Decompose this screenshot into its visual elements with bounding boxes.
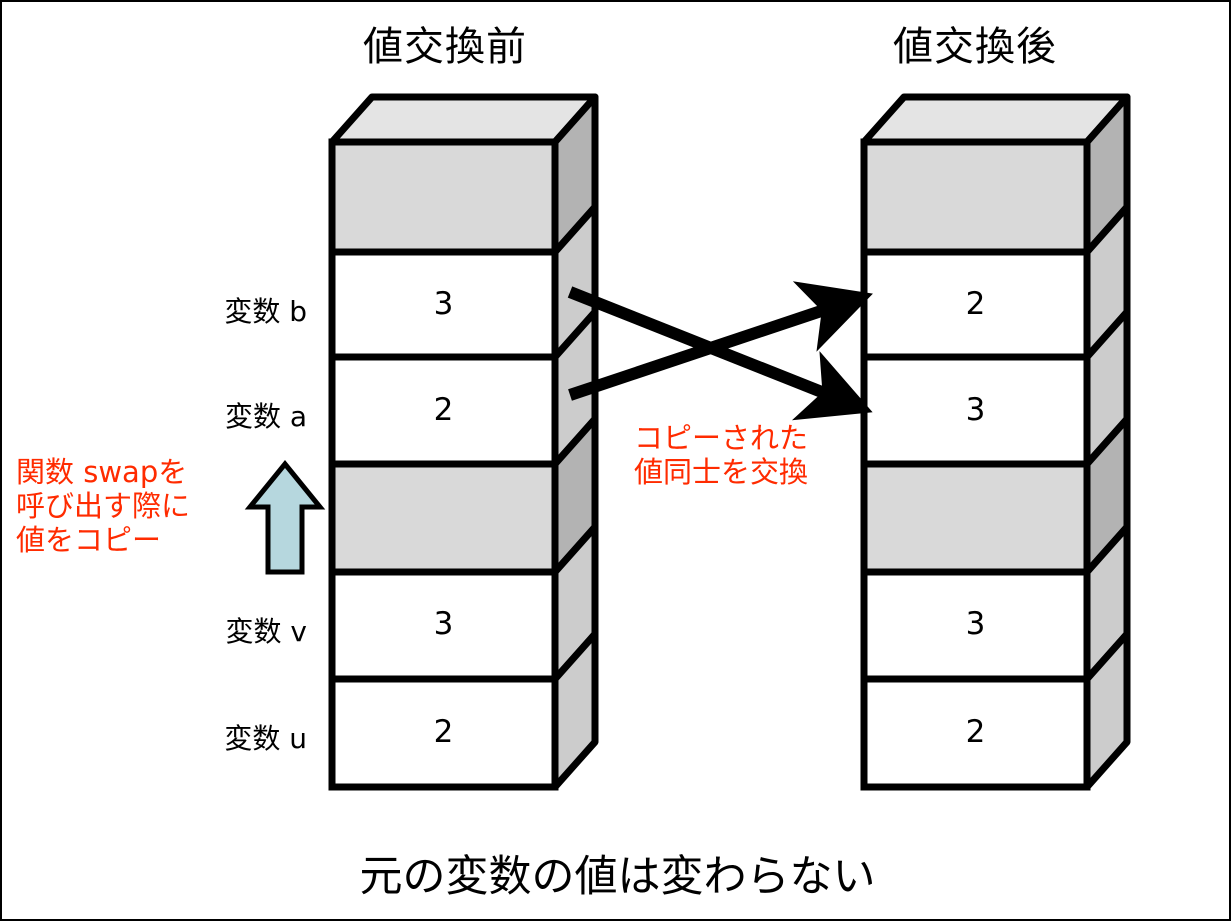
stack-after-top-face — [860, 93, 1131, 146]
copy-note: 関数 swapを 呼び出す際に 値をコピー — [16, 455, 190, 558]
cell-value-before-4: 3 — [433, 606, 454, 642]
copy-note-line-3: 値をコピー — [16, 523, 162, 558]
stack-after-cell-3-front — [860, 460, 1091, 576]
stack-before-top-face — [328, 93, 599, 146]
stack-after-cell-0-front — [860, 138, 1091, 256]
stack-title-after: 値交換後 — [893, 24, 1057, 70]
stack-before-cell-0-front — [328, 138, 559, 256]
copy-note-line-2: 呼び出す際に — [16, 489, 191, 524]
swap-note-line-1: コピーされた — [634, 421, 809, 455]
stack-before-cell-5-front — [328, 675, 559, 791]
cell-value-after-5: 2 — [965, 714, 986, 750]
swap-note-line-2: 値同士を交換 — [634, 455, 809, 490]
var-label-v: 変数 v — [225, 615, 307, 648]
page-caption: 元の変数の値は変わらない — [359, 852, 876, 902]
swap-arrow-up-icon — [568, 281, 873, 401]
stack-before-body — [328, 93, 599, 791]
var-label-a: 変数 a — [224, 400, 307, 433]
copy-note-line-1: 関数 swapを — [16, 455, 188, 489]
stack-after-cell-5-front — [860, 675, 1091, 791]
cell-value-before-5: 2 — [433, 714, 454, 750]
cell-value-before-2: 2 — [433, 392, 454, 428]
up-arrow-icon — [244, 460, 326, 575]
var-label-b: 変数 b — [224, 295, 307, 328]
cell-value-before-1: 3 — [433, 286, 454, 322]
var-label-u: 変数 u — [224, 722, 307, 755]
swap-note: コピーされた 値同士を交換 — [634, 421, 808, 489]
stack-before-cell-1-front — [328, 248, 559, 361]
stack-after-body — [860, 93, 1131, 791]
cell-value-after-2: 3 — [965, 392, 986, 428]
stack-title-before: 値交換前 — [363, 24, 527, 70]
stack-before-cell-3-front — [328, 460, 559, 576]
cell-value-after-4: 3 — [965, 606, 986, 642]
stack-before-cell-4-front — [328, 568, 559, 683]
cell-value-after-1: 2 — [965, 286, 986, 322]
